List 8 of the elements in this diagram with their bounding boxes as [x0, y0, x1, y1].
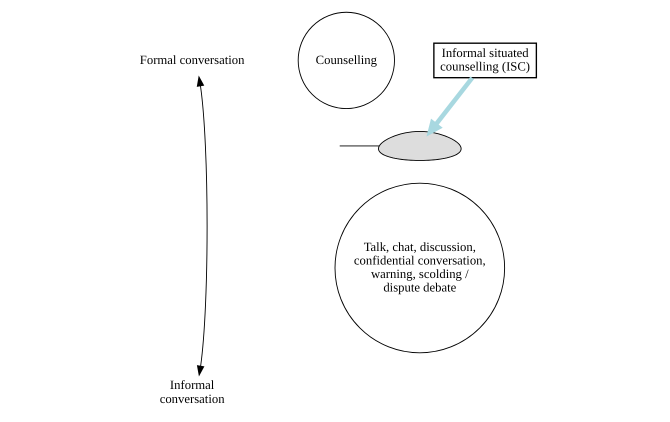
- node-text: Informal conversation: [160, 378, 225, 406]
- node-text: Formal conversation: [140, 52, 244, 67]
- arrow: [426, 76, 474, 137]
- node-box: Informal situated counselling (ISC): [433, 42, 538, 78]
- arrow: [196, 75, 208, 376]
- node-circle: Counselling: [298, 12, 395, 110]
- node-circle: Talk, chat, discussion, confidential conversation, warning, scolding / dispute debate: [334, 182, 506, 354]
- node-cloud: [378, 131, 462, 161]
